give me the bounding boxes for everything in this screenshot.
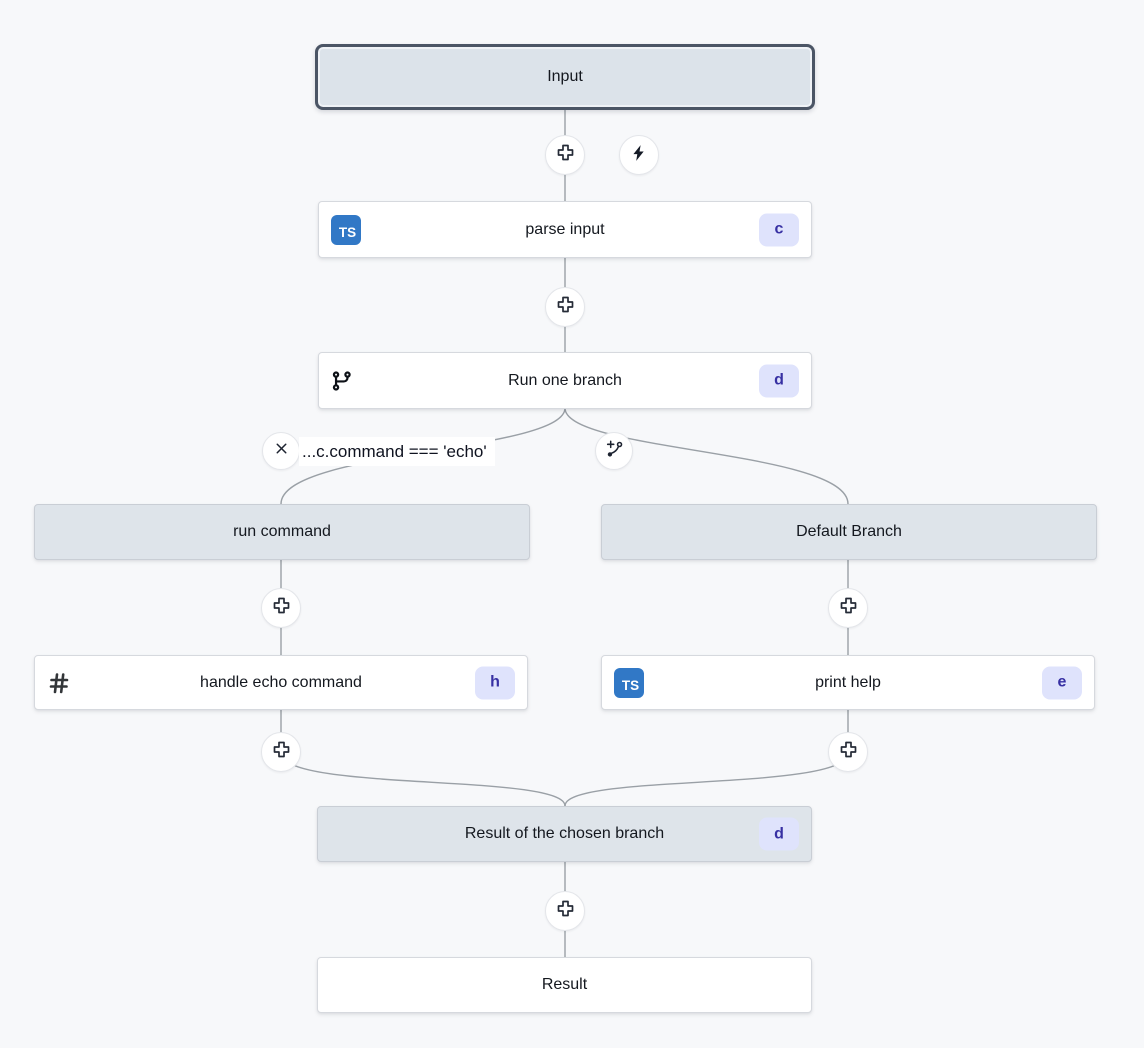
result-node-label: Result	[541, 976, 588, 993]
step-id-badge: e	[1042, 666, 1082, 699]
result-of-chosen-branch-node[interactable]: Result of the chosen branch d	[317, 806, 812, 862]
hash-icon	[47, 671, 71, 695]
step-id-badge: d	[759, 817, 799, 851]
add-branch-icon	[605, 439, 624, 463]
handle-echo-command-node[interactable]: handle echo command h	[34, 655, 528, 710]
plus-icon	[556, 143, 575, 167]
add-step-button[interactable]	[545, 287, 585, 327]
remove-branch-button[interactable]	[262, 432, 300, 470]
trigger-button[interactable]	[619, 135, 659, 175]
print-help-node[interactable]: TS print help e	[601, 655, 1095, 710]
branch-header-default[interactable]: Default Branch	[601, 504, 1097, 560]
run-one-branch-label: Run one branch	[508, 371, 622, 389]
typescript-icon: TS	[331, 214, 361, 245]
plus-icon	[839, 596, 858, 620]
add-step-button[interactable]	[545, 891, 585, 931]
branch-header-label: run command	[233, 523, 331, 540]
add-step-button[interactable]	[261, 588, 301, 628]
add-step-button[interactable]	[261, 732, 301, 772]
add-step-button[interactable]	[545, 135, 585, 175]
add-step-button[interactable]	[828, 588, 868, 628]
print-help-label: print help	[815, 673, 881, 691]
result-node[interactable]: Result	[317, 957, 812, 1013]
branch-header-label: Default Branch	[796, 523, 902, 540]
step-id-badge: c	[759, 213, 799, 246]
plus-icon	[556, 899, 575, 923]
input-node-label: Input	[547, 68, 583, 85]
parse-input-node[interactable]: TS parse input c	[318, 201, 812, 258]
git-branch-icon	[331, 370, 353, 392]
branch-condition-label[interactable]: ...c.command === 'echo'	[299, 437, 495, 466]
handle-echo-command-label: handle echo command	[200, 673, 362, 691]
parse-input-label: parse input	[525, 220, 605, 238]
typescript-icon: TS	[614, 667, 644, 698]
branch-header-run-command[interactable]: run command	[34, 504, 530, 560]
plus-icon	[556, 295, 575, 319]
lightning-bolt-icon	[630, 144, 648, 167]
step-id-badge: h	[475, 666, 515, 699]
add-step-button[interactable]	[828, 732, 868, 772]
step-id-badge: d	[759, 364, 799, 397]
result-of-chosen-branch-label: Result of the chosen branch	[464, 825, 665, 842]
input-node[interactable]: Input	[315, 44, 815, 110]
plus-icon	[272, 740, 291, 764]
run-one-branch-node[interactable]: Run one branch d	[318, 352, 812, 409]
plus-icon	[272, 596, 291, 620]
plus-icon	[839, 740, 858, 764]
x-icon	[273, 440, 290, 462]
add-branch-button[interactable]	[595, 432, 633, 470]
